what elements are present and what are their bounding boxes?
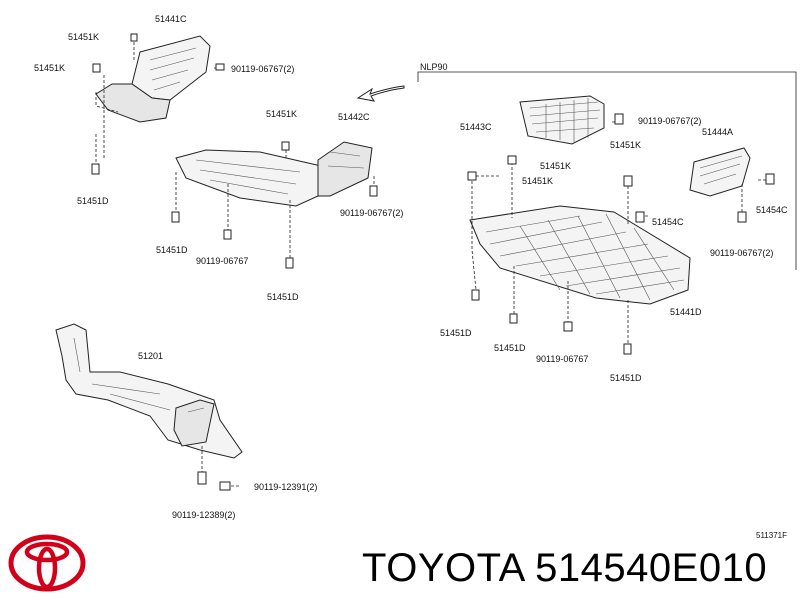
part-label-51451d: 51451D (77, 196, 109, 206)
part-label-51454c: 51454C (756, 205, 788, 215)
part-label-90119-06767-2: 90119-06767(2) (638, 116, 701, 126)
part-label-51451d: 51451D (267, 292, 299, 302)
part-label-51451k: 51451K (540, 161, 571, 171)
part-label-51444a: 51444A (702, 127, 733, 137)
part-label-51442c: 51442C (338, 112, 370, 122)
direction-arrow-icon (356, 85, 405, 102)
part-51201-illustration (55, 323, 243, 459)
part-label-90119-06767: 90119-06767 (536, 354, 588, 364)
part-label-90119-12389-2: 90119-12389(2) (172, 510, 235, 520)
bolt-icon (197, 471, 231, 491)
part-label-51441c: 51441C (155, 14, 187, 24)
part-label-51451d: 51451D (156, 245, 188, 255)
part-label-51441d: 51441D (670, 307, 702, 317)
part-label-51454c: 51454C (652, 217, 684, 227)
part-label-51451k: 51451K (522, 176, 553, 186)
brand-part-number: TOYOTA 514540E010 (362, 546, 768, 590)
part-label-90119-06767-2: 90119-06767(2) (231, 64, 294, 74)
part-label-90119-12391-2: 90119-12391(2) (254, 482, 317, 492)
part-label-51201: 51201 (138, 351, 163, 361)
part-label-51451k: 51451K (34, 63, 65, 73)
part-label-51443c: 51443C (460, 122, 492, 132)
part-label-90119-06767-2: 90119-06767(2) (340, 208, 403, 218)
part-label-51451d: 51451D (610, 373, 642, 383)
part-label-51451k: 51451K (610, 140, 641, 150)
part-51441c-illustration (95, 35, 211, 123)
undercover-front-center-illustration (175, 141, 373, 207)
figure-code: 511371F (756, 531, 787, 540)
part-label-51451k: 51451K (68, 32, 99, 42)
toyota-logo-icon (8, 534, 86, 592)
part-label-90119-06767: 90119-06767 (196, 256, 248, 266)
part-label-51451d: 51451D (494, 343, 526, 353)
part-label-90119-06767-2: 90119-06767(2) (710, 248, 773, 258)
part-label-51451d: 51451D (440, 328, 472, 338)
part-51443c-illustration (519, 95, 605, 145)
bolt-icon (91, 33, 378, 269)
bolt-icon (467, 113, 775, 355)
undercover-rear-grid-illustration (469, 205, 691, 305)
assembly-code-label: NLP90 (420, 62, 448, 72)
part-51444a-illustration (689, 147, 751, 197)
part-label-51451k: 51451K (266, 109, 297, 119)
